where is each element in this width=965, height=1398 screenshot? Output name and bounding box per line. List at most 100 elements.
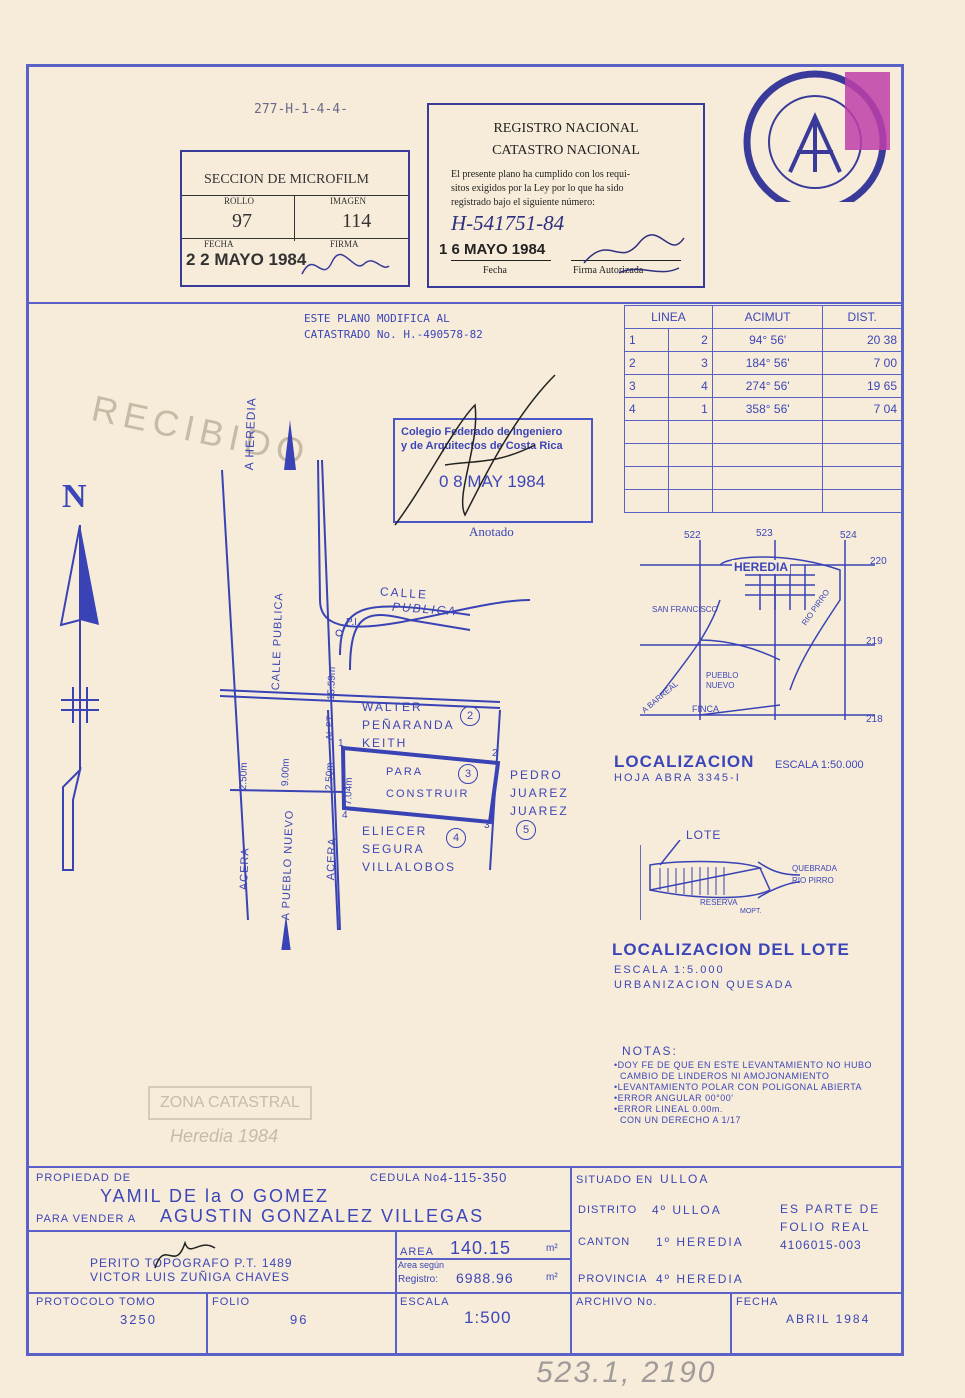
bottom-handwritten-ref: 523.1, 2190 bbox=[536, 1356, 717, 1389]
area-unit: m² bbox=[546, 1243, 558, 1254]
registro-date: 1 6 MAYO 1984 bbox=[439, 241, 546, 258]
neighbor-name: JUAREZ bbox=[510, 786, 569, 800]
vertex-1: 1 bbox=[338, 738, 344, 749]
microfilm-signature bbox=[301, 253, 390, 275]
notas-title: NOTAS: bbox=[622, 1044, 678, 1058]
microfilm-title: SECCION DE MICROFILM bbox=[204, 172, 369, 187]
info-divider-folio bbox=[206, 1292, 208, 1356]
registro-label: Registro: bbox=[398, 1274, 439, 1285]
ghost-zona-stamp: ZONA CATASTRAL bbox=[148, 1086, 312, 1120]
folio-real-3: 4106015-003 bbox=[780, 1238, 862, 1252]
vertex-2: 2 bbox=[492, 748, 498, 759]
table-cell: 20 38 bbox=[822, 328, 902, 352]
loc-finca: FINCA bbox=[692, 704, 719, 714]
colegio-stamp: Colegio Federado de Ingeniero y de Arqui… bbox=[393, 418, 593, 539]
table-row: 3 4 274° 56' 19 65 bbox=[624, 374, 902, 398]
neighbor-pedro: PEDRO JUAREZ JUAREZ bbox=[510, 766, 569, 820]
lote-label: LOTE bbox=[686, 828, 722, 842]
localizacion-escala: ESCALA 1:50.000 bbox=[775, 759, 864, 771]
loc-lote-urb: URBANIZACION QUESADA bbox=[614, 979, 794, 991]
folio-label: FOLIO bbox=[212, 1296, 251, 1308]
neighbor-eliecer: ELIECER SEGURA VILLALOBOS bbox=[362, 822, 456, 876]
table-cell: 7 00 bbox=[822, 351, 902, 375]
dist-900: 9.00m bbox=[280, 758, 292, 787]
table-cell: 3 bbox=[667, 351, 713, 375]
firma-label: FIRMA bbox=[330, 239, 359, 249]
dist-250-right: 2.50m bbox=[324, 762, 336, 791]
loc-heredia: HEREDIA bbox=[732, 560, 791, 574]
canton-value: 1º HEREDIA bbox=[656, 1235, 744, 1249]
info-divider-v bbox=[570, 1166, 572, 1356]
azimut-table: LINEA ACIMUT DIST. 1 2 94° 56' 20 38 2 3… bbox=[624, 305, 902, 513]
area-registro-unit: m² bbox=[546, 1272, 558, 1283]
neighbor-name: KEITH bbox=[362, 736, 408, 750]
nota-item: CAMBIO DE LINDEROS NI AMOJONAMIENTO bbox=[620, 1071, 830, 1081]
site-plan bbox=[219, 420, 531, 950]
cedula-label: CEDULA No. bbox=[370, 1172, 445, 1184]
provincia-value: 4º HEREDIA bbox=[656, 1272, 744, 1286]
fecha-info-value: ABRIL 1984 bbox=[786, 1312, 871, 1326]
fecha-label: FECHA bbox=[204, 239, 234, 249]
table-cell: 2 bbox=[624, 351, 669, 375]
info-divider-fecha bbox=[730, 1292, 732, 1356]
neighbor-pedro-num: 5 bbox=[516, 820, 536, 840]
header-divider bbox=[26, 302, 904, 304]
registro-firma-label: Firma Autorizada bbox=[573, 265, 644, 276]
loc-tick-524: 524 bbox=[840, 530, 857, 541]
registro-title1: REGISTRO NACIONAL bbox=[493, 121, 639, 136]
table-row: 2 3 184° 56' 7 00 bbox=[624, 351, 902, 375]
north-label: N bbox=[62, 478, 87, 515]
neighbor-name: JUAREZ bbox=[510, 804, 569, 818]
table-row: 1 2 94° 56' 20 38 bbox=[624, 328, 902, 352]
location-map bbox=[640, 540, 875, 720]
perito-signature bbox=[154, 1240, 216, 1269]
rollo-value: 97 bbox=[232, 210, 252, 232]
rio-pirro-label: RIO PIRRO bbox=[792, 876, 834, 885]
fecha-info-label: FECHA bbox=[736, 1296, 779, 1308]
loc-tick-523: 523 bbox=[756, 528, 773, 539]
reserva-label: RESERVA bbox=[700, 898, 738, 907]
registro-title2: CATASTRO NACIONAL bbox=[492, 143, 640, 158]
owner-name: YAMIL DE la O GOMEZ bbox=[100, 1186, 330, 1206]
table-cell: 2 bbox=[667, 328, 713, 352]
neighbor-name: PEDRO bbox=[510, 768, 563, 782]
dist-250-left: 2.50m bbox=[238, 762, 250, 791]
info-divider-3 bbox=[26, 1292, 904, 1294]
imagen-value: 114 bbox=[342, 210, 372, 232]
localizacion-hoja: HOJA ABRA 3345-I bbox=[614, 772, 741, 784]
table-cell: 19 65 bbox=[822, 374, 902, 398]
provincia-label: PROVINCIA bbox=[578, 1273, 648, 1285]
neighbor-walter: WALTER PEÑARANDA KEITH bbox=[362, 698, 455, 752]
table-cell: 184° 56' bbox=[711, 351, 824, 375]
registro-text3: registrado bajo el siguiente número: bbox=[451, 197, 595, 208]
modifica-line2: CATASTRADO No. H.-490578-82 bbox=[304, 328, 483, 341]
colegio-anotado: Anotado bbox=[469, 524, 514, 539]
perito-name: VICTOR LUIS ZUÑIGA CHAVES bbox=[90, 1270, 290, 1284]
neighbor-walter-num: 2 bbox=[460, 706, 480, 726]
plan-frame bbox=[26, 64, 904, 1356]
escala-label: ESCALA bbox=[400, 1296, 450, 1308]
a-heredia-label: A HEREDIA bbox=[242, 397, 259, 471]
nota-item: CON UN DERECHO A 1/17 bbox=[620, 1115, 742, 1125]
archivo-label: ARCHIVO No. bbox=[576, 1296, 658, 1308]
localizacion-title: LOCALIZACION bbox=[614, 752, 755, 771]
modifica-line1: ESTE PLANO MODIFICA AL bbox=[304, 312, 450, 325]
neighbor-eliecer-num: 4 bbox=[446, 828, 466, 848]
loc-tick-218: 218 bbox=[866, 714, 883, 725]
mopt-label: MOPT. bbox=[740, 908, 762, 915]
table-cell: 4 bbox=[624, 397, 669, 421]
neighbor-name: ELIECER bbox=[362, 824, 428, 838]
plan-signature bbox=[394, 374, 556, 526]
neighbor-name: WALTER bbox=[362, 700, 423, 714]
perito-label: PERITO TOPOGRAFO P.T. 1489 bbox=[90, 1256, 293, 1270]
distrito-value: 4º ULLOA bbox=[652, 1203, 722, 1217]
nota-item: •ERROR LINEAL 0.00m. bbox=[614, 1104, 723, 1114]
loc-tick-219: 219 bbox=[866, 636, 883, 647]
table-cell: 94° 56' bbox=[711, 328, 824, 352]
table-cell: 1 bbox=[624, 328, 669, 352]
area-value: 140.15 bbox=[450, 1238, 512, 1258]
folio-value: 96 bbox=[290, 1312, 309, 1327]
registro-text1: El presente plano ha cumplido con los re… bbox=[451, 169, 631, 180]
registro-stamp: REGISTRO NACIONAL CATASTRO NACIONAL El p… bbox=[427, 103, 705, 288]
registro-signature bbox=[583, 234, 685, 274]
